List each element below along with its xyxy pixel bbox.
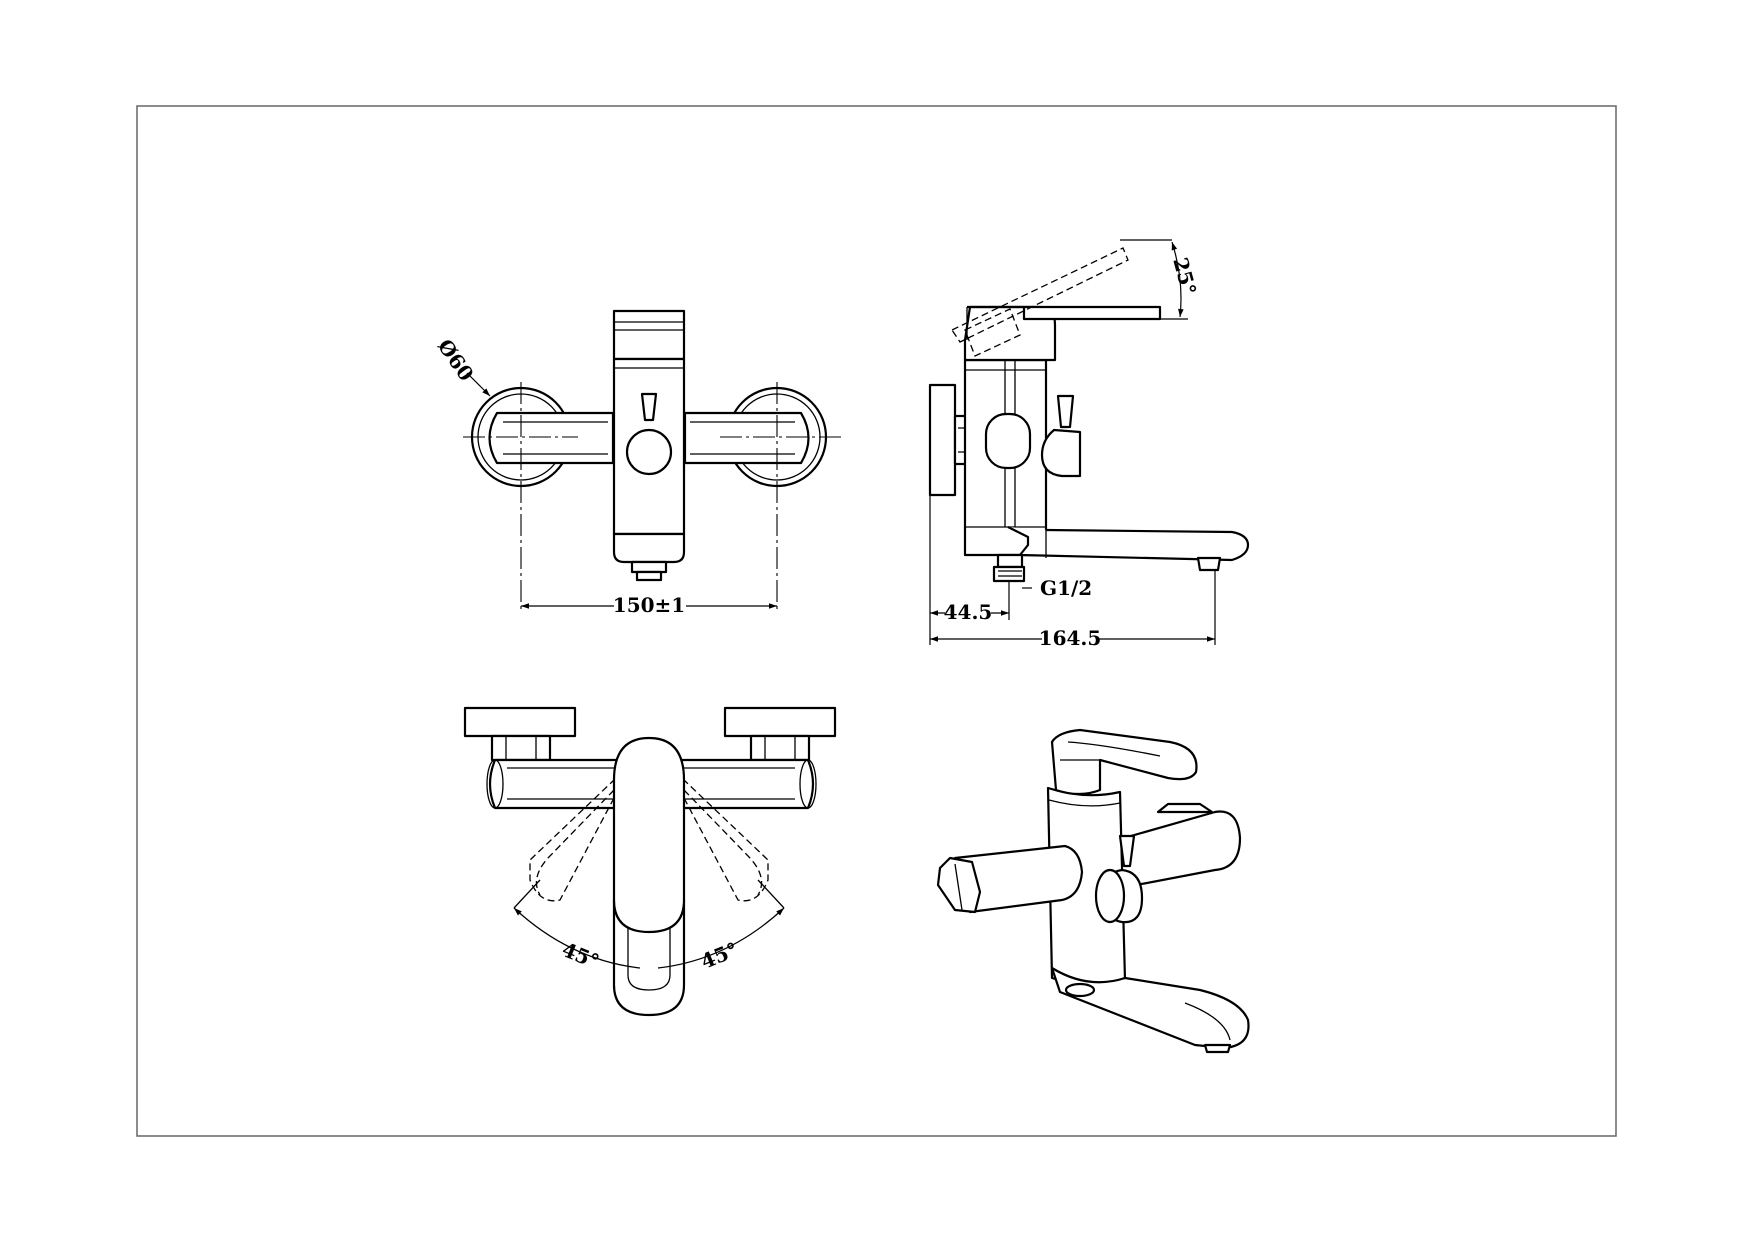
right-connector-arm	[683, 411, 810, 465]
lever-cap	[612, 309, 686, 361]
lever-angle-label: 25°	[1168, 255, 1201, 298]
side-spout	[1007, 526, 1250, 562]
iso-right-connector-arm	[1108, 810, 1242, 892]
spout-reach-label: 164.5	[1039, 626, 1102, 650]
bottom-outlet	[612, 532, 686, 564]
lever-right-rotated	[683, 779, 769, 902]
top-lever-handle	[612, 736, 686, 934]
top-view: 45° 45°	[463, 706, 837, 1017]
left-connector-arm	[488, 411, 615, 465]
iso-left-union-nut	[936, 856, 982, 914]
iso-lever-handle	[1050, 728, 1198, 796]
side-connector-hub	[984, 412, 1032, 470]
diverter-knob	[625, 428, 673, 476]
thread-size-label: G1/2	[1040, 576, 1092, 600]
iso-left-connector-arm	[953, 844, 1084, 914]
lever-left-rotated	[529, 779, 615, 902]
side-view: 25° G1/2 44.5 164.5	[928, 239, 1250, 650]
top-left-wall-flange	[463, 706, 577, 738]
top-right-wall-flange	[723, 706, 837, 738]
drawing-frame	[136, 105, 1617, 1137]
right-swivel-angle-label: 45°	[697, 937, 741, 973]
front-view: Ø60 150±1	[433, 309, 845, 617]
left-swivel-angle-label: 45°	[559, 937, 603, 973]
wall-offset-label: 44.5	[944, 600, 993, 624]
isometric-view	[936, 728, 1250, 1054]
side-wall-flange	[928, 383, 957, 497]
iso-spout	[1050, 966, 1250, 1050]
wall-spacing-label: 150±1	[613, 593, 685, 617]
side-lever-open-position	[951, 247, 1129, 343]
side-diverter-knob	[1040, 428, 1082, 478]
diverter-pin	[640, 392, 658, 422]
